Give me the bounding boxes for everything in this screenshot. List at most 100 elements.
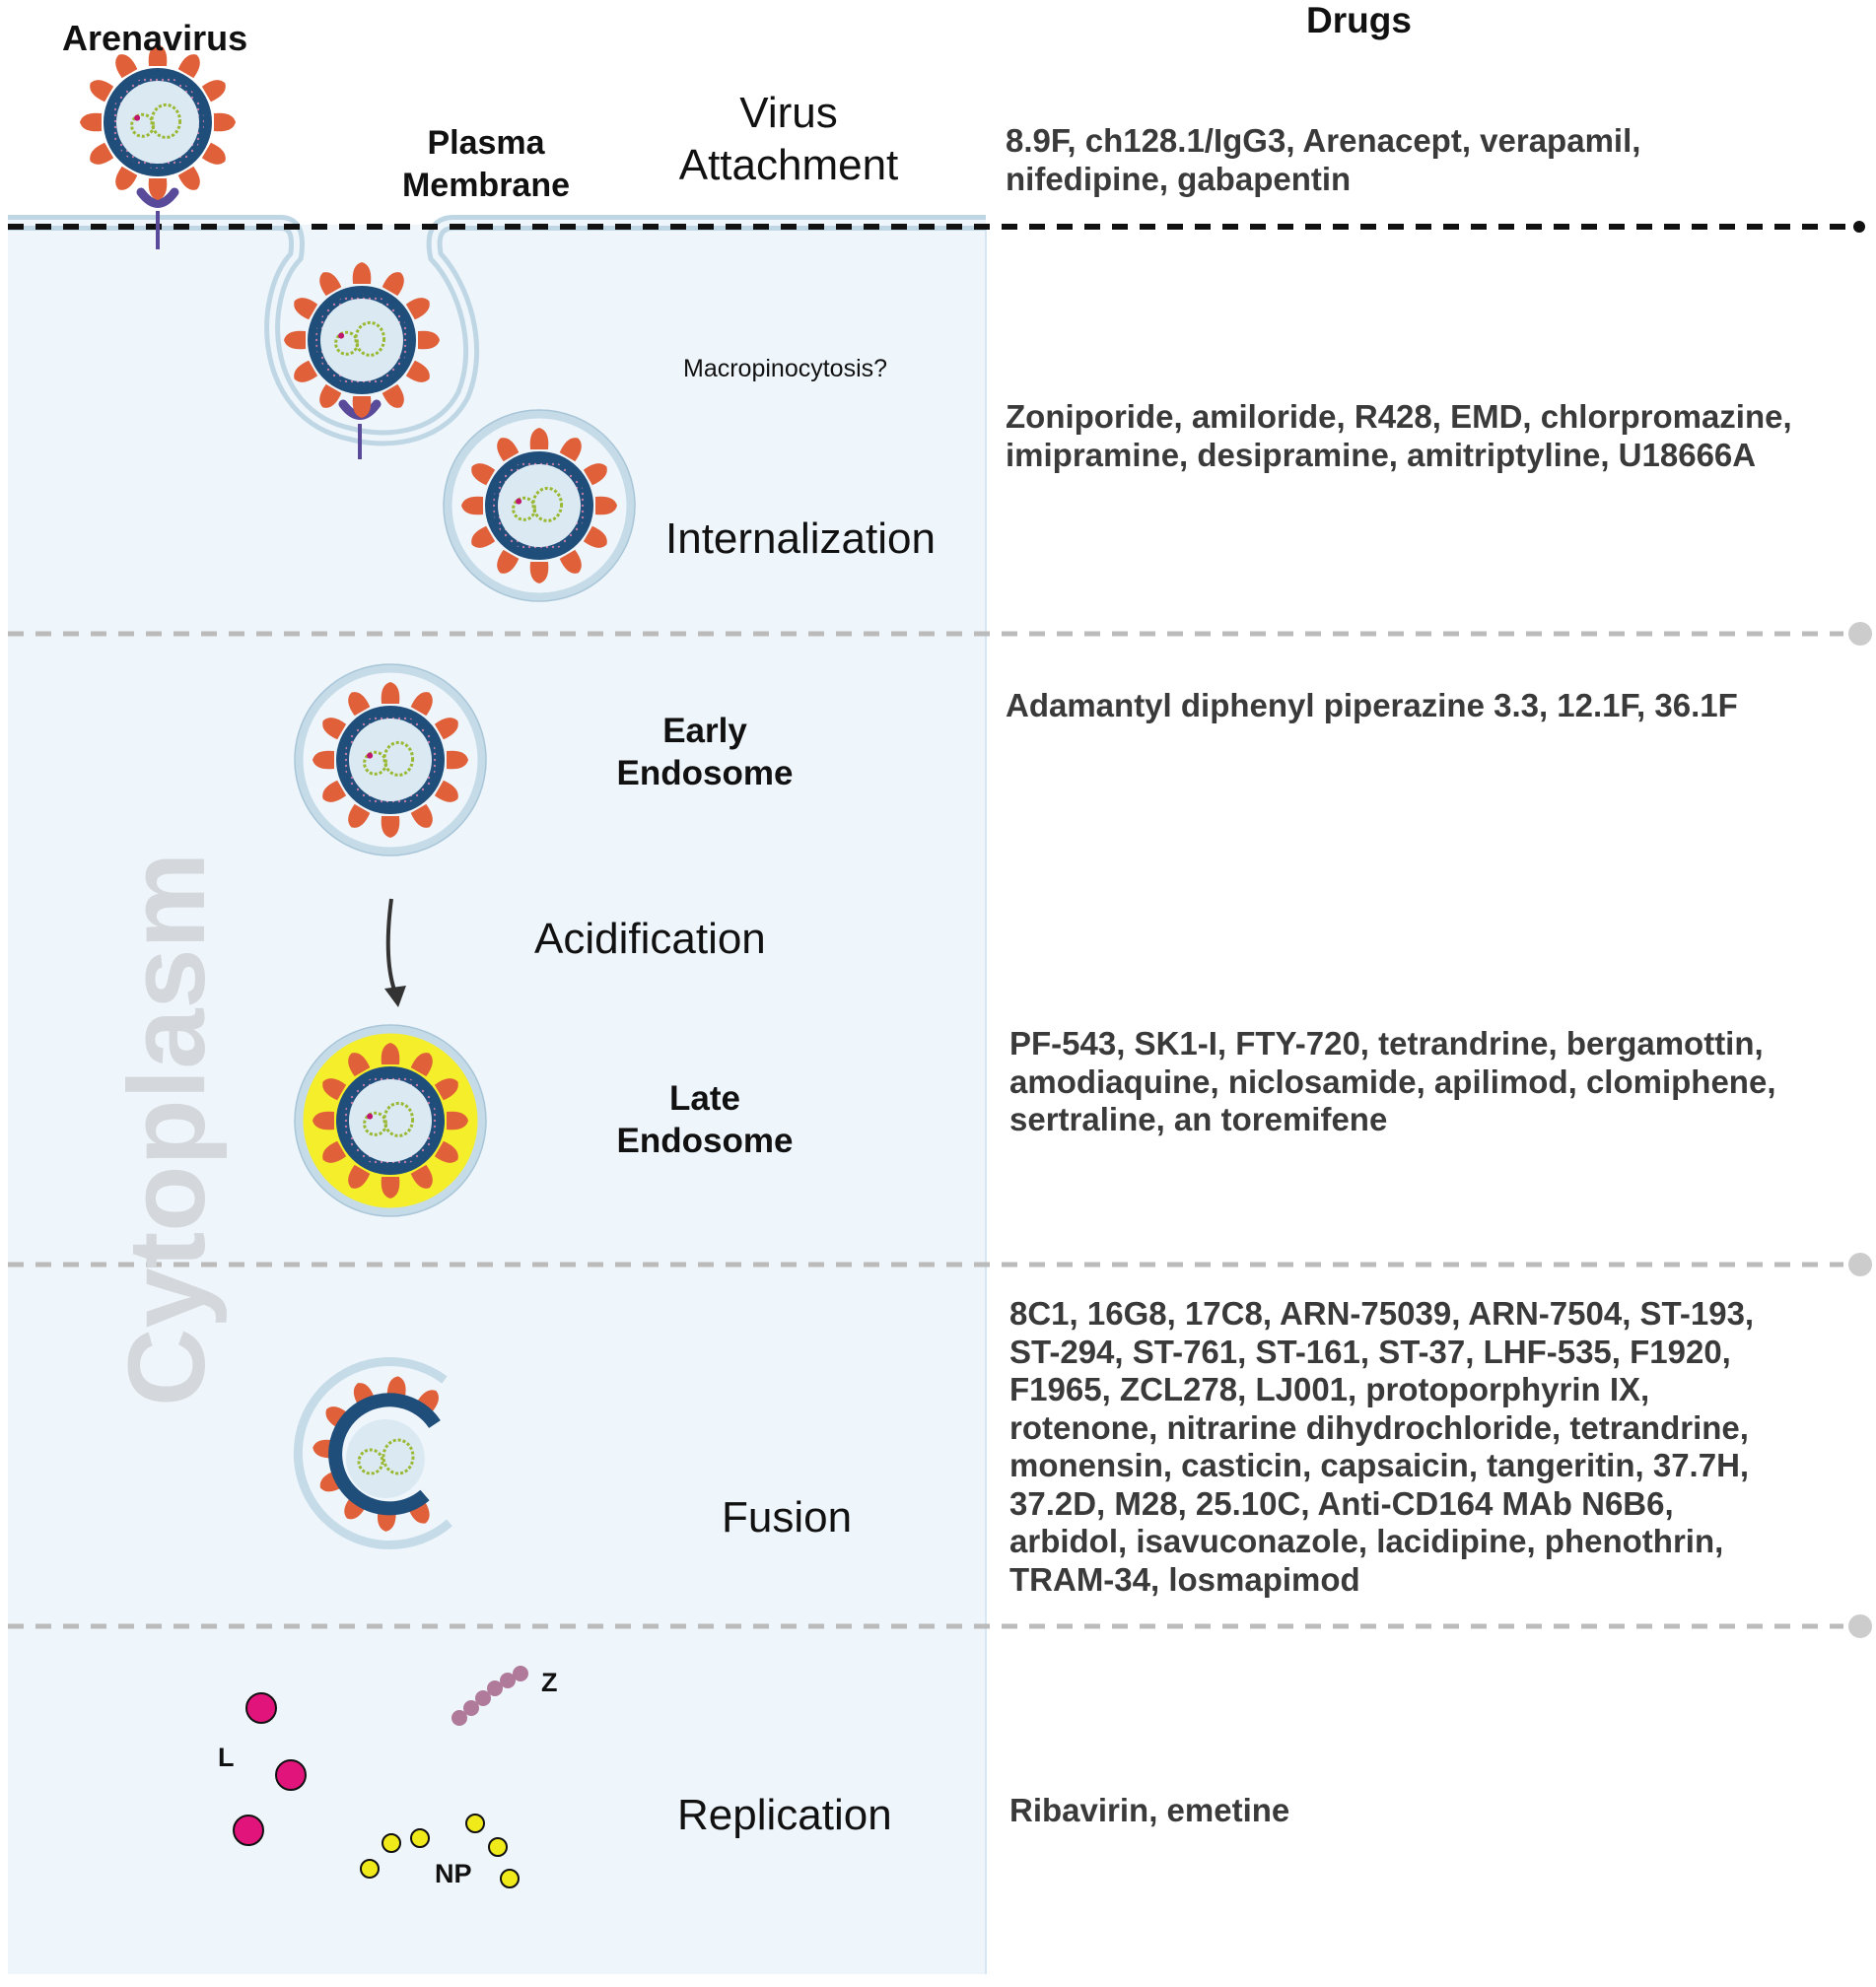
- drug-list-line: Zoniporide, amiloride, R428, EMD, chlorp…: [1006, 398, 1792, 435]
- np-protein-dot: [360, 1859, 380, 1879]
- glycoprotein-spike: [405, 298, 430, 320]
- z-protein-chain: [452, 1666, 528, 1726]
- glycoprotein-spike: [410, 1053, 433, 1077]
- stage-label-replication: Replication: [677, 1791, 892, 1839]
- glycoprotein-spike: [352, 262, 372, 284]
- stage-label-attachment-line: Virus: [739, 89, 838, 137]
- glycoprotein-spike: [148, 178, 168, 200]
- glycoprotein-spike: [595, 496, 617, 515]
- glycoprotein-spike: [434, 1140, 458, 1163]
- glycoprotein-spike: [418, 330, 440, 350]
- drug-list-attachment: 8.9F, ch128.1/IgG3, Arenacept, verapamil…: [1006, 122, 1640, 198]
- glycoprotein-spike: [322, 1078, 347, 1101]
- late-endosome-label: Late Endosome: [616, 1079, 794, 1160]
- glycoprotein-spike: [352, 396, 372, 418]
- np-protein-dot: [488, 1837, 508, 1857]
- glycoprotein-spike: [177, 166, 200, 190]
- stage-label-acidification: Acidification: [534, 915, 766, 963]
- glycoprotein-spike: [447, 750, 468, 770]
- z-protein-label: Z: [541, 1668, 558, 1697]
- glycoprotein-spike: [348, 1164, 371, 1189]
- glycoprotein-spike: [90, 142, 114, 165]
- glycoprotein-spike: [319, 383, 342, 408]
- glycoprotein-spike: [471, 463, 496, 486]
- np-protein-dot: [500, 1869, 520, 1888]
- l-protein-dot: [275, 1759, 307, 1791]
- glycoprotein-spike: [322, 718, 347, 740]
- drug-list-line: imipramine, desipramine, amitriptyline, …: [1006, 436, 1757, 473]
- glycoprotein-spike: [313, 1111, 334, 1131]
- glycoprotein-spike: [381, 1177, 400, 1199]
- np-protein-dot: [410, 1828, 430, 1848]
- glycoprotein-spike: [529, 428, 549, 449]
- glycoprotein-spike: [348, 692, 371, 717]
- glycoprotein-spike: [115, 54, 138, 79]
- glycoprotein-spike: [447, 1111, 468, 1131]
- glycoprotein-spike: [284, 330, 306, 350]
- glycoprotein-spike: [80, 112, 102, 132]
- drug-list-line: amodiaquine, niclosamide, apilimod, clom…: [1009, 1062, 1776, 1100]
- glycoprotein-spike: [471, 525, 496, 548]
- glycoprotein-spike: [559, 438, 582, 462]
- np-protein-dot: [382, 1833, 401, 1853]
- drugs-column-title: Drugs: [1306, 0, 1412, 40]
- glycoprotein-spike: [382, 272, 404, 297]
- glycoprotein-spike: [348, 803, 371, 828]
- glycoprotein-spike: [322, 1140, 347, 1163]
- early-endosome-vesicle: [294, 663, 487, 856]
- glycoprotein-spike: [583, 525, 607, 548]
- drug-list-line: sertraline, an toremifene: [1009, 1101, 1388, 1137]
- glycoprotein-spike: [529, 562, 549, 583]
- drug-list-line: 37.2D, M28, 25.10C, Anti-CD164 MAb N6B6,: [1009, 1484, 1674, 1522]
- drug-list-line: ST-294, ST-761, ST-161, ST-37, LHF-535, …: [1009, 1333, 1731, 1370]
- glycoprotein-spike: [410, 803, 433, 828]
- separator-internalization-dot: [1848, 622, 1872, 646]
- glycoprotein-spike: [381, 816, 400, 838]
- l-protein-label: L: [218, 1743, 235, 1772]
- glycoprotein-spike: [381, 1043, 400, 1064]
- stage-label-internalization: Internalization: [665, 514, 936, 563]
- receptor-surface: [136, 187, 179, 249]
- drug-list-internalization: Zoniporide, amiloride, R428, EMD, chlorp…: [1006, 398, 1792, 474]
- separator-attachment-dot: [1853, 221, 1865, 233]
- stage-label-attachment-line: Attachment: [678, 141, 899, 189]
- glycoprotein-spike: [410, 1164, 433, 1189]
- glycoprotein-spike: [410, 692, 433, 717]
- glycoprotein-spike: [583, 463, 607, 486]
- macropinocytosis-note: Macropinocytosis?: [683, 355, 888, 382]
- glycoprotein-spike: [348, 1053, 371, 1077]
- virion-in-pit: [284, 262, 440, 418]
- drug-list-early-endosome: Adamantyl diphenyl piperazine 3.3, 12.1F…: [1006, 687, 1738, 725]
- glycoprotein-spike: [214, 112, 236, 132]
- separator-fusion-dot: [1848, 1614, 1872, 1638]
- stage-label-attachment: Virus Attachment: [660, 87, 917, 191]
- drug-list-line: 8C1, 16G8, 17C8, ARN-75039, ARN-7504, ST…: [1009, 1295, 1755, 1332]
- glycoprotein-spike: [434, 780, 458, 802]
- internalized-vesicle: [443, 409, 636, 602]
- drug-list-line: TRAM-34, losmapimod: [1009, 1560, 1360, 1598]
- drug-list-replication: Ribavirin, emetine: [1009, 1792, 1289, 1830]
- fusion-vesicle: [293, 1357, 452, 1549]
- glycoprotein-spike: [497, 549, 520, 574]
- glycoprotein-spike: [148, 44, 168, 66]
- np-protein-dot: [465, 1814, 485, 1833]
- glycoprotein-spike: [434, 718, 458, 740]
- plasma-membrane-label: Plasma Membrane: [401, 124, 571, 204]
- virus-label: Arenavirus: [62, 18, 248, 58]
- glycoprotein-spike: [461, 496, 483, 515]
- glycoprotein-spike: [559, 549, 582, 574]
- glycoprotein-spike: [313, 750, 334, 770]
- late-endosome-vesicle: [294, 1024, 487, 1217]
- glycoprotein-spike: [497, 438, 520, 462]
- glycoprotein-spike: [90, 80, 114, 103]
- l-protein-dot: [245, 1692, 277, 1724]
- drug-list-fusion: 8C1, 16G8, 17C8, ARN-75039, ARN-7504, ST…: [1009, 1295, 1754, 1599]
- drug-list-line: arbidol, isavuconazole, lacidipine, phen…: [1009, 1523, 1724, 1559]
- l-protein-group: [233, 1692, 307, 1846]
- drug-list-line: nifedipine, gabapentin: [1006, 160, 1352, 197]
- plasma-membrane-inner: [8, 220, 986, 442]
- l-protein-dot: [233, 1815, 264, 1846]
- drug-list-line: rotenone, nitrarine dihydrochloride, tet…: [1009, 1408, 1749, 1446]
- glycoprotein-spike: [201, 80, 226, 103]
